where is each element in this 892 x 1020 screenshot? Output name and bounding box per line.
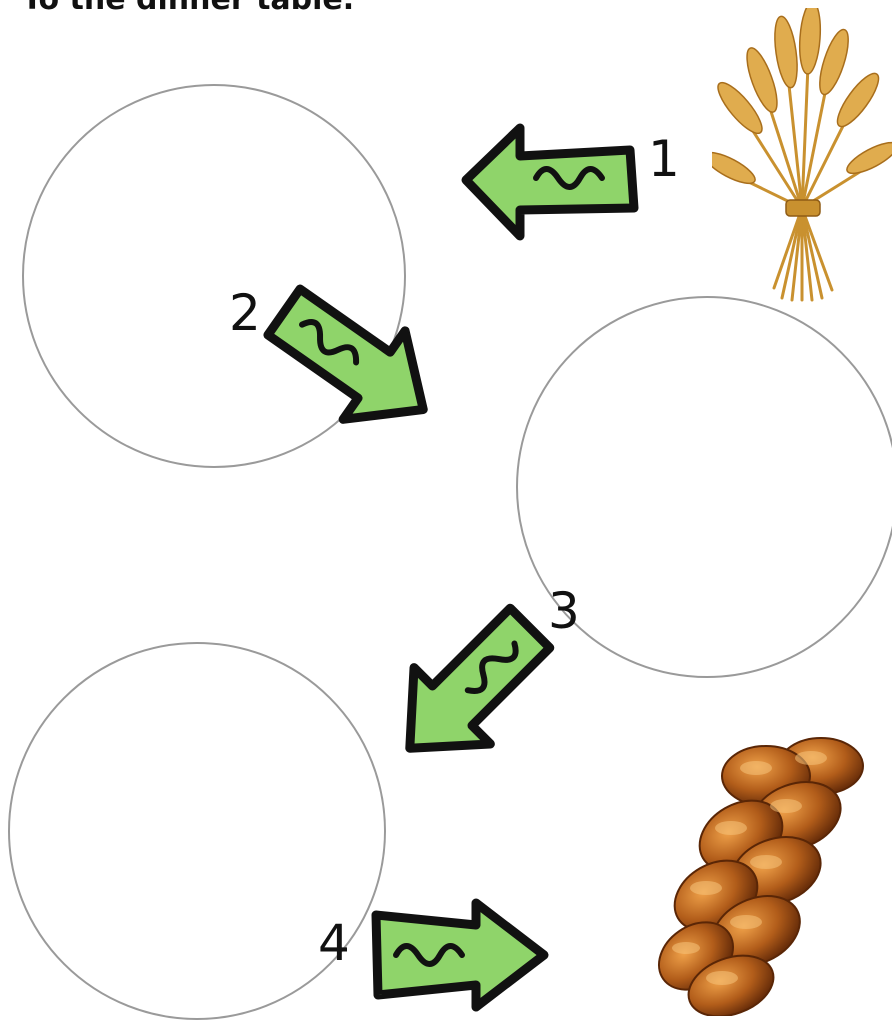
arrow-3-icon	[380, 600, 560, 780]
arrow-4-icon	[370, 900, 550, 1010]
wheat-sheaf-icon	[712, 8, 892, 303]
arrow-1-icon	[458, 120, 648, 240]
challah-bread-icon	[646, 736, 876, 1016]
worksheet-title: To the dinner table.	[22, 0, 354, 17]
arrow-2-icon	[244, 292, 444, 472]
step-number-1: 1	[648, 134, 680, 184]
step-number-4: 4	[318, 918, 350, 968]
